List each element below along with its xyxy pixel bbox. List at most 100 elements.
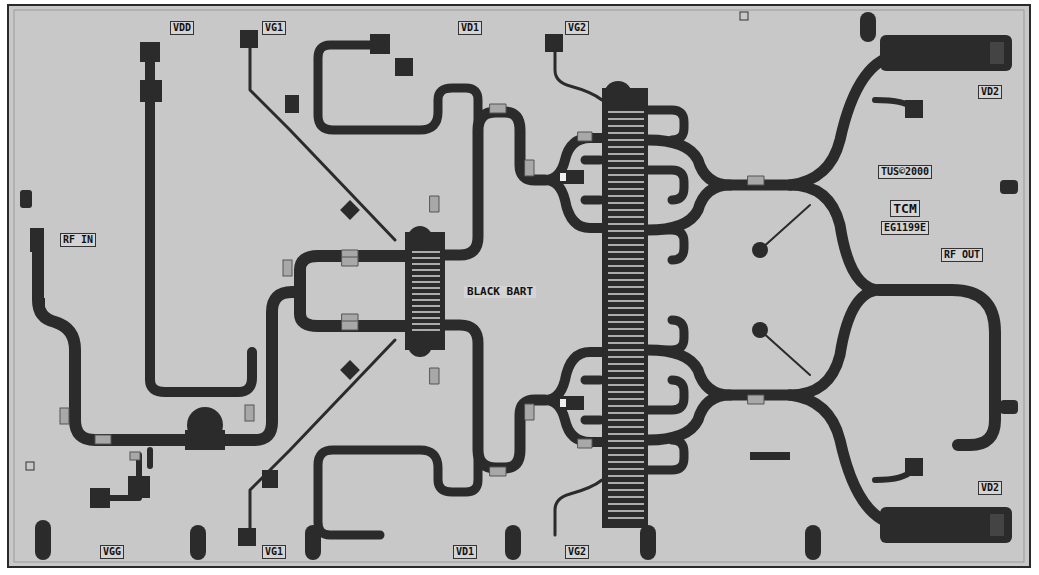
stage2-fet (602, 88, 648, 528)
layout-shape (285, 95, 299, 113)
gate-finger (608, 475, 644, 477)
pad-opening (990, 514, 1004, 536)
gate-finger (608, 349, 644, 351)
layout-shape (1000, 400, 1018, 414)
capacitors (60, 260, 292, 460)
test-structure (750, 452, 790, 460)
pad-label: VG1 (262, 21, 286, 35)
gate-finger (608, 111, 644, 113)
layout-shape (505, 525, 521, 560)
gate-finger (412, 323, 440, 325)
gate-finger (608, 307, 644, 309)
layout-shape (805, 525, 821, 560)
gate-finger (608, 293, 644, 295)
layout-shape (648, 170, 684, 200)
pad-label: VDD (170, 21, 194, 35)
pad-label: VG1 (262, 545, 286, 559)
gate-finger (608, 454, 644, 456)
gate-finger (608, 447, 644, 449)
amplifier-half-mirror (250, 257, 900, 535)
layout-shape (283, 260, 292, 276)
via (408, 333, 432, 357)
layout-shape (648, 140, 790, 185)
gate-finger (608, 440, 644, 442)
gate-finger (608, 328, 644, 330)
layout-shape (445, 112, 545, 255)
pad-label: EG1199E (881, 221, 929, 235)
die-seal-ring (14, 10, 1024, 562)
layout-shape (190, 525, 206, 560)
gate-finger (608, 265, 644, 267)
layout-shape (20, 190, 32, 208)
via (604, 81, 632, 109)
pad-label: VD1 (458, 21, 482, 35)
layout-shape (245, 405, 254, 421)
layout-shape (318, 45, 478, 130)
layout-shape (525, 160, 534, 176)
layout-shape (560, 173, 566, 181)
layout-shape (95, 435, 111, 444)
gate-finger (608, 489, 644, 491)
layout-shape (760, 205, 810, 250)
gate-finger (608, 405, 644, 407)
gate-finger (608, 174, 644, 176)
layout-shape (262, 470, 278, 488)
gate-finger (608, 384, 644, 386)
gate-finger (608, 209, 644, 211)
drain-pad (880, 35, 1012, 71)
layout-shape (150, 60, 252, 392)
layout-shape (558, 170, 584, 184)
gate-finger (608, 377, 644, 379)
layout-shape (748, 176, 764, 185)
pad-label: BLACK BART (464, 286, 536, 298)
layout-shape (555, 45, 602, 100)
gate-finger (608, 356, 644, 358)
gate-finger (608, 321, 644, 323)
layout-shape (100, 450, 150, 498)
gate-finger (608, 412, 644, 414)
layout-shape (648, 230, 684, 260)
gate-finger (608, 223, 644, 225)
drain-pad (880, 507, 1012, 543)
gate-finger (608, 503, 644, 505)
alignment-mark (26, 462, 34, 470)
layout-shape (585, 160, 600, 200)
gate-finger (608, 139, 644, 141)
die-outline (8, 5, 1030, 567)
gate-finger (608, 517, 644, 519)
gate-finger (608, 286, 644, 288)
gate-finger (608, 272, 644, 274)
gate-finger (608, 496, 644, 498)
gate-finger (608, 230, 644, 232)
gate-finger (412, 293, 440, 295)
gate-finger (412, 311, 440, 313)
gate-finger (608, 153, 644, 155)
layout-shape (578, 132, 592, 141)
gate-finger (608, 398, 644, 400)
stage1-fingers (412, 252, 440, 330)
layout-shape (875, 470, 912, 480)
gate-finger (412, 317, 440, 319)
gate-finger (412, 329, 440, 331)
gate-finger (608, 237, 644, 239)
pad-label: TUS©2000 (878, 165, 932, 179)
gate-finger (608, 118, 644, 120)
input-device (185, 430, 225, 450)
gate-finger (412, 257, 440, 259)
layout-shape (752, 242, 768, 258)
gate-finger (608, 335, 644, 337)
gate-finger (412, 269, 440, 271)
pad-opening (990, 42, 1004, 64)
layout-shape (38, 252, 300, 440)
gate-finger (412, 281, 440, 283)
gate-finger (608, 426, 644, 428)
gate-finger (608, 181, 644, 183)
gate-finger (608, 314, 644, 316)
layout-shape (238, 528, 256, 546)
pad-label: VD2 (978, 85, 1002, 99)
gate-finger (608, 195, 644, 197)
layout-shape (1000, 180, 1018, 194)
pad-label: VGG (100, 545, 124, 559)
gate-finger (412, 287, 440, 289)
layout-shape (640, 525, 656, 560)
